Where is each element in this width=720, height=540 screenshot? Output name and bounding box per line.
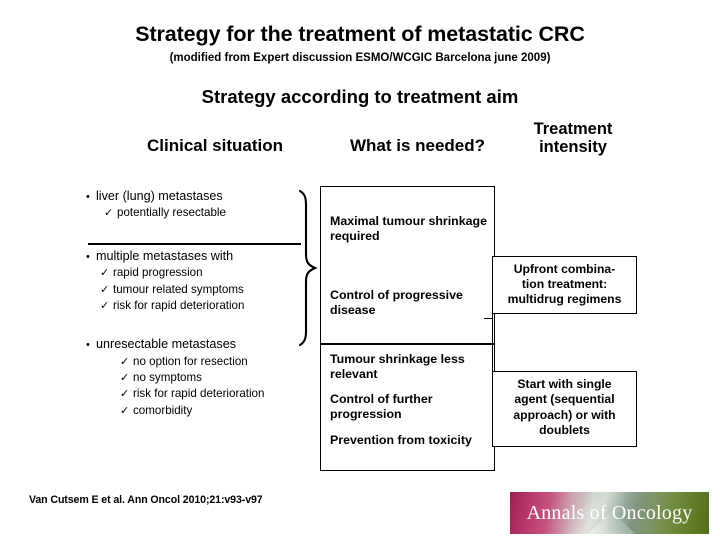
section-heading: Strategy according to treatment aim — [201, 86, 519, 107]
clinical-check-item: ✓tumour related symptoms — [86, 282, 304, 298]
clinical-bullet-label: multiple metastases with — [96, 248, 234, 263]
clinical-check-item: ✓no symptoms — [86, 370, 304, 386]
bullet-dot-icon: • — [86, 191, 90, 203]
treatment-intensity-box-1: Upfront combina- tion treatment: multidr… — [492, 256, 637, 314]
check-mark-icon: ✓ — [120, 355, 130, 368]
bullet-dot-icon: • — [86, 250, 90, 263]
treatment-intensity-line: doublets — [539, 423, 590, 438]
clinical-bullet: • unresectable metastases — [86, 336, 304, 353]
check-mark-icon: ✓ — [120, 372, 130, 385]
treatment-intensity-line-2: intensity — [539, 138, 607, 157]
clinical-check-label: tumour related symptoms — [113, 282, 244, 296]
annals-of-oncology-logo: Annals of Oncology — [510, 492, 709, 536]
check-mark-icon: ✓ — [100, 267, 110, 280]
clinical-check-label: risk for rapid deterioration — [113, 298, 245, 312]
treatment-intensity-line: Start with single — [517, 377, 612, 391]
treatment-intensity-box-2: Start with single agent (sequential appr… — [492, 371, 637, 447]
clinical-situation-column: •liver (lung) metastases ✓potentially re… — [86, 188, 304, 419]
treatment-intensity-line-1: Treatment — [533, 120, 613, 138]
check-mark-icon: ✓ — [120, 404, 130, 417]
what-is-needed-item: Prevention from toxicity — [330, 433, 472, 447]
check-mark-icon: ✓ — [104, 207, 114, 220]
clinical-check-item: ✓rapid progression — [86, 265, 304, 281]
clinical-check-label: risk for rapid deterioration — [133, 387, 265, 401]
what-is-needed-item: Control of further progression — [330, 392, 433, 422]
clinical-check-label: comorbidity — [133, 403, 193, 417]
what-is-needed-item: Control of progressive disease — [330, 288, 463, 318]
treatment-intensity-line: tion treatment: — [521, 276, 608, 291]
column-header-what-is-needed: What is needed? — [349, 136, 486, 155]
logo-text: Annals of Oncology — [526, 501, 693, 524]
clinical-group-unresectable-metastases: •unresectable metastases ✓no option for … — [86, 336, 304, 419]
what-is-needed-box-2 — [320, 344, 495, 471]
clinical-bullet-label: unresectable metastases — [96, 337, 237, 352]
column-header-clinical-situation: Clinical situation — [146, 136, 284, 155]
clinical-check-item: ✓risk for rapid deterioration — [86, 386, 304, 402]
what-is-needed-box-1 — [320, 186, 495, 344]
clinical-check-label: rapid progression — [113, 266, 203, 280]
check-mark-icon: ✓ — [100, 283, 110, 296]
clinical-check-item: ✓potentially resectable — [86, 205, 304, 221]
what-is-needed-item: Tumour shrinkage less relevant — [330, 352, 465, 382]
box-connector-stub — [484, 318, 493, 319]
clinical-bullet: • multiple metastases with — [86, 248, 304, 265]
treatment-intensity-line: agent (sequential — [514, 392, 615, 407]
clinical-check-label: no option for resection — [133, 354, 248, 368]
clinical-bullet-label: liver (lung) metastases — [96, 189, 223, 203]
check-mark-icon: ✓ — [120, 388, 130, 401]
treatment-intensity-line: Upfront combina- — [513, 262, 616, 276]
citation-text: Van Cutsem E et al. Ann Oncol 2010;21:v9… — [29, 494, 263, 506]
clinical-check-item: ✓risk for rapid deterioration — [86, 298, 304, 314]
column-header-treatment-intensity: Treatment intensity — [508, 120, 638, 157]
clinical-bullet: • liver (lung) metastases — [86, 188, 304, 205]
slide-title: Strategy for the treatment of metastatic… — [135, 22, 585, 46]
what-is-needed-item: Maximal tumour shrinkage required — [330, 214, 487, 244]
treatment-intensity-line: multidrug regimens — [507, 291, 622, 306]
clinical-check-item: ✓comorbidity — [86, 403, 304, 419]
clinical-group-divider — [88, 243, 301, 245]
clinical-check-label: potentially resectable — [117, 206, 226, 220]
check-mark-icon: ✓ — [100, 299, 110, 312]
clinical-group-liver-metastases: • liver (lung) metastases ✓potentially re… — [86, 188, 304, 222]
treatment-intensity-line: approach) or with — [513, 407, 616, 422]
clinical-check-label: no symptoms — [133, 371, 202, 385]
clinical-group-multiple-metastases: •multiple metastases with ✓rapid progres… — [86, 248, 304, 315]
slide-subtitle: (modified from Expert discussion ESMO/WC… — [169, 52, 551, 64]
clinical-check-item: ✓no option for resection — [86, 354, 304, 370]
bullet-dot-icon: • — [86, 339, 90, 352]
